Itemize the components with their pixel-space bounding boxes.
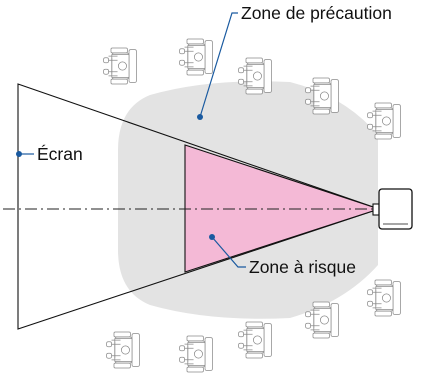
screen-leader (16, 151, 34, 157)
chair-icon (179, 38, 213, 76)
chair-icon (367, 279, 401, 317)
chair-icon (238, 321, 272, 359)
projection-outline (17, 83, 381, 330)
risk-zone-leader (209, 234, 246, 268)
caution-zone-label: Zone de précaution (241, 3, 392, 23)
risk-zone-label: Zone à risque (249, 257, 356, 277)
chair-icon (179, 335, 213, 373)
projector-icon (372, 188, 413, 230)
screen-label: Écran (37, 144, 83, 164)
chair-icon (106, 331, 140, 369)
chair-icon (103, 47, 137, 85)
caution-zone-leader (197, 12, 238, 120)
